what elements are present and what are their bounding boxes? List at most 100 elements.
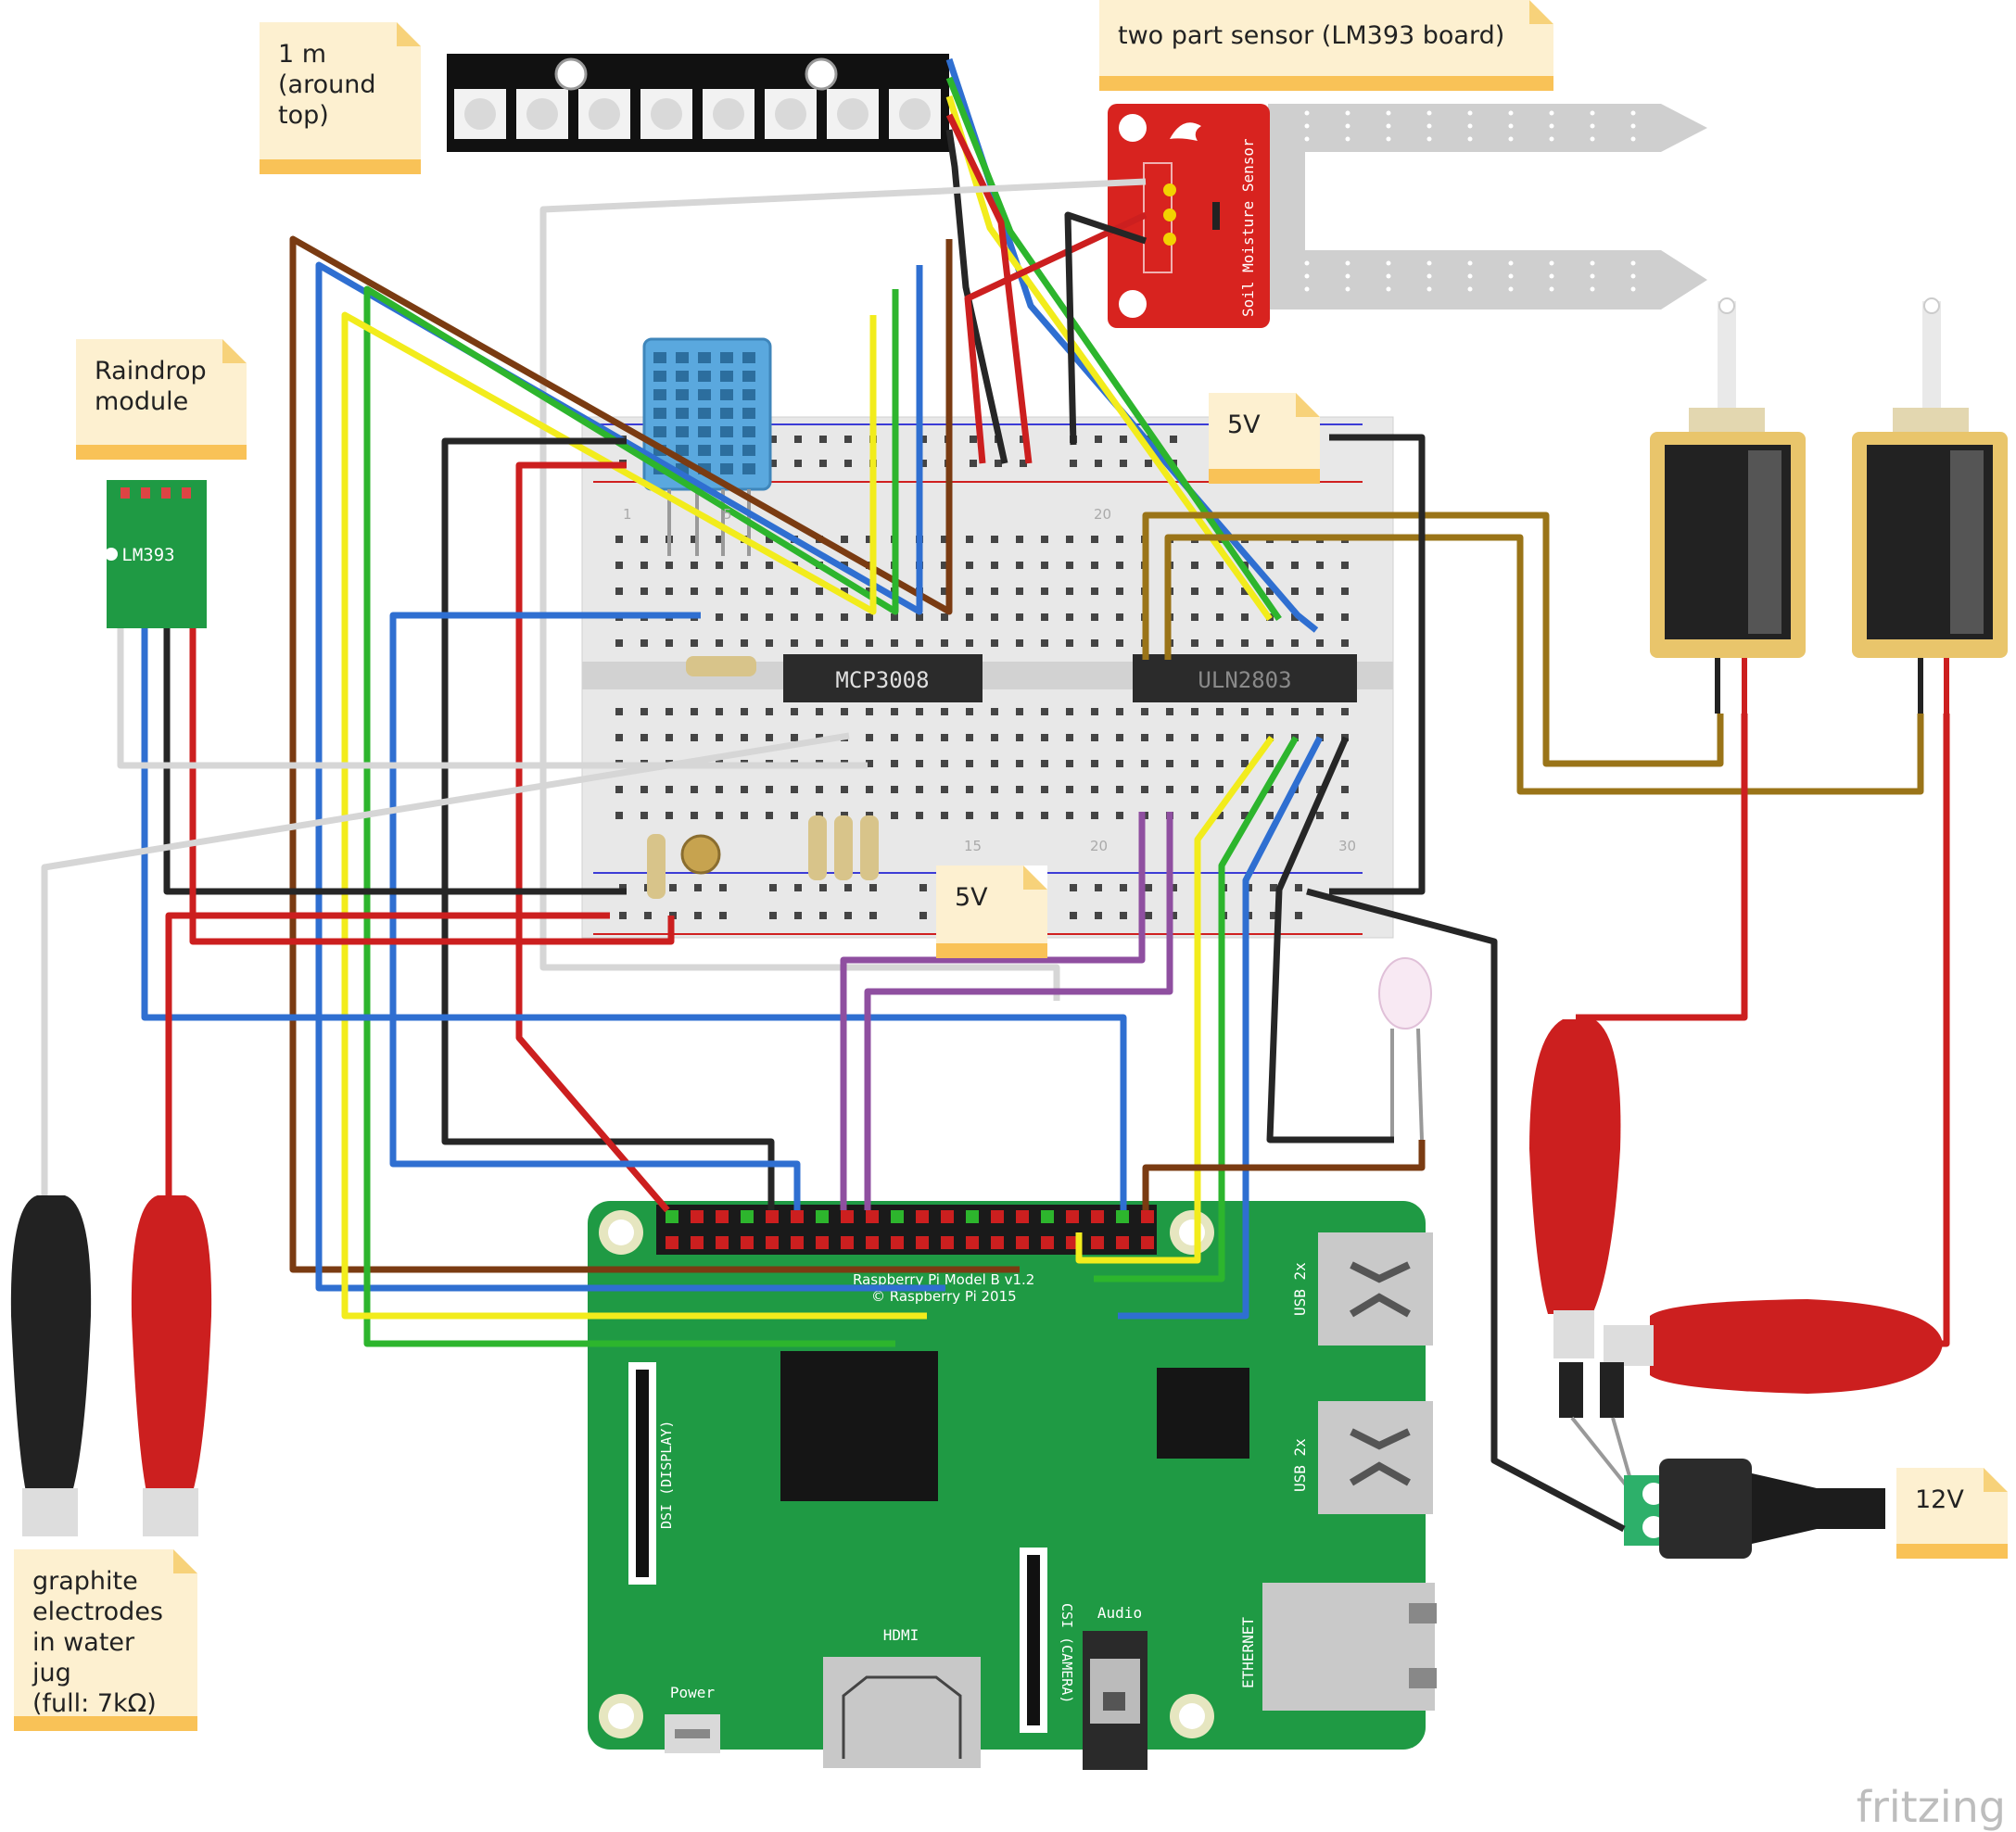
dht-vent [653, 371, 666, 382]
rail-hole [694, 912, 702, 919]
probe-dot [1345, 110, 1350, 116]
breadboard-hole [716, 613, 723, 621]
breadboard-hole [640, 708, 648, 715]
breadboard-hole [1191, 760, 1198, 767]
rail-hole [719, 884, 727, 891]
gpio-pin [1041, 1236, 1054, 1249]
breadboard-hole [941, 536, 948, 543]
rail-hole [1145, 912, 1152, 919]
breadboard-hole [716, 562, 723, 569]
probe-dot [1630, 110, 1636, 116]
wire-solenoid-gold-1 [1142, 512, 1724, 767]
hdmi-label: HDMI [883, 1626, 919, 1644]
breadboard-hole [691, 786, 698, 793]
breadboard-hole [1316, 588, 1324, 595]
led-lens [651, 98, 682, 130]
breadboard-hole [1316, 639, 1324, 647]
breadboard-hole [941, 760, 948, 767]
breadboard-hole [766, 639, 773, 647]
note-raindrop-module: Raindrop module [76, 339, 247, 460]
probe-dot [1508, 286, 1514, 292]
probe-dot [1467, 123, 1473, 129]
breadboard-hole [1316, 760, 1324, 767]
probe-dot [1549, 286, 1554, 292]
dht-vent [742, 426, 755, 437]
uln2803-chip: ULN2803 [1133, 654, 1357, 702]
probe-dot [1467, 260, 1473, 266]
breadboard-hole [1291, 639, 1299, 647]
breadboard-hole [1091, 613, 1098, 621]
led-lens [775, 98, 806, 130]
probe-dot [1549, 136, 1554, 142]
breadboard-hole [716, 734, 723, 741]
soil-moisture-sensor: Soil Moisture Sensor [1108, 104, 1707, 328]
breadboard-hole [891, 760, 898, 767]
breadboard-hole [1316, 562, 1324, 569]
breadboard-hole [891, 734, 898, 741]
breadboard-hole [866, 786, 873, 793]
breadboard-hole [916, 812, 923, 819]
gpio-pin [791, 1236, 804, 1249]
rail-hole [844, 912, 852, 919]
breadboard-hole [816, 639, 823, 647]
probe-dot [1630, 136, 1636, 142]
breadboard-hole [1266, 562, 1274, 569]
rail-hole [970, 436, 977, 443]
breadboard-hole [1016, 536, 1023, 543]
rail-hole [719, 912, 727, 919]
strip-mount-hole [805, 57, 838, 91]
dht-vent [698, 445, 711, 456]
gpio-pin [1116, 1210, 1129, 1223]
breadboard-hole [941, 734, 948, 741]
breadboard-hole [1341, 562, 1349, 569]
breadboard-hole [1291, 812, 1299, 819]
rail-hole [1020, 460, 1027, 467]
rail-hole [919, 884, 927, 891]
gpio-pin [691, 1236, 704, 1249]
probe-dot [1304, 286, 1310, 292]
dht-vent [676, 426, 689, 437]
gpio-pin [1141, 1210, 1154, 1223]
gpio-pin [1091, 1210, 1104, 1223]
dht-vent [676, 445, 689, 456]
breadboard-hole [966, 786, 973, 793]
breadboard-hole [966, 562, 973, 569]
breadboard-hole [991, 786, 998, 793]
pi-model-label: Raspberry Pi Model B v1.2 [853, 1271, 1034, 1288]
breadboard-hole [991, 588, 998, 595]
breadboard-hole [741, 812, 748, 819]
breadboard-hole [691, 562, 698, 569]
probe-dot [1630, 123, 1636, 129]
dht-vent [742, 371, 755, 382]
gpio-pin [966, 1210, 979, 1223]
breadboard-hole [1141, 786, 1148, 793]
breadboard-hole [766, 613, 773, 621]
breadboard-hole [716, 708, 723, 715]
breadboard-hole [816, 588, 823, 595]
probe-dot [1549, 123, 1554, 129]
solenoid-left [1650, 297, 1806, 714]
breadboard-hole [640, 812, 648, 819]
rail-hole [919, 436, 927, 443]
rail-hole [1145, 884, 1152, 891]
dht-vent [698, 371, 711, 382]
probe-dot [1508, 273, 1514, 279]
breadboard-hole [716, 639, 723, 647]
breadboard-hole [1316, 812, 1324, 819]
breadboard-hole [791, 639, 798, 647]
breadboard-hole [766, 588, 773, 595]
usb-label-1: USB 2x [1291, 1262, 1309, 1316]
breadboard-hole [666, 588, 673, 595]
rail-hole [1120, 460, 1127, 467]
breadboard-hole [791, 588, 798, 595]
breadboard-hole [891, 812, 898, 819]
breadboard-hole [1291, 708, 1299, 715]
breadboard-hole [841, 588, 848, 595]
wire-blue-loop [315, 261, 945, 1292]
dht-vent [742, 445, 755, 456]
breadboard-hole [741, 708, 748, 715]
breadboard-hole [1066, 639, 1073, 647]
breadboard-hole [1291, 760, 1299, 767]
dht-vent [742, 389, 755, 400]
